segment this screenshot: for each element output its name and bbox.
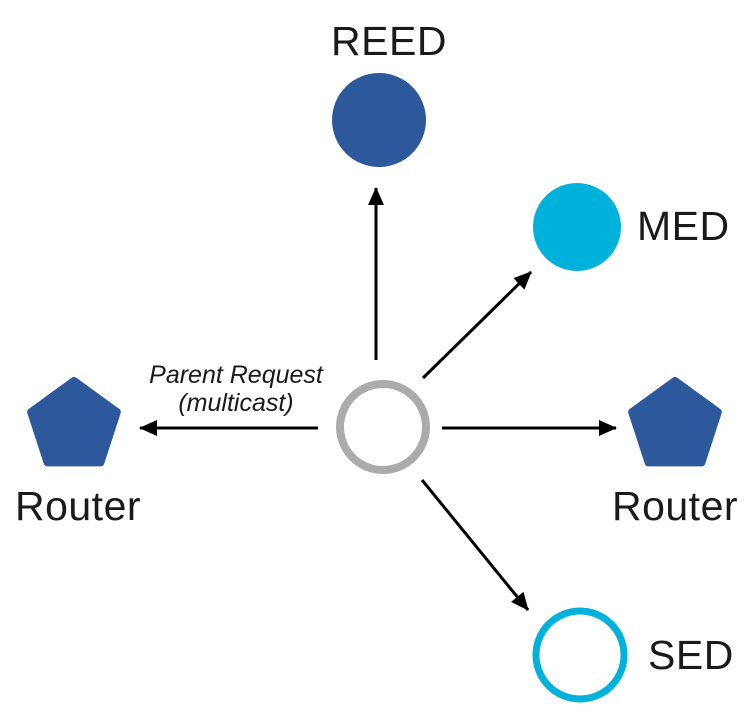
annotation-line2: (multicast) <box>178 389 293 417</box>
router-right-label: Router <box>612 483 738 529</box>
router-left-node <box>27 377 121 467</box>
arrow-to-sed <box>420 479 530 611</box>
med-label: MED <box>637 203 730 249</box>
annotation-line1: Parent Request <box>149 361 324 389</box>
reed-node <box>332 73 426 167</box>
sed-label: SED <box>648 632 734 678</box>
center-node <box>336 380 430 474</box>
arrow-to-med <box>421 270 533 380</box>
router-right-node <box>628 377 722 467</box>
reed-label: REED <box>331 18 447 64</box>
sed-node <box>532 607 628 703</box>
router-left-label: Router <box>15 483 141 529</box>
med-node <box>533 183 621 271</box>
